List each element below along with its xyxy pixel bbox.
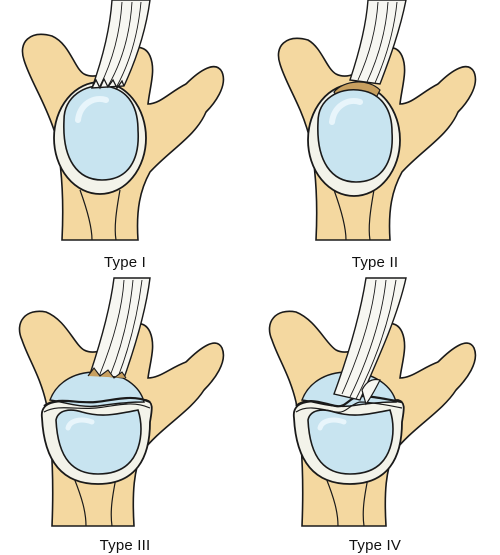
- panel-label-type-1: Type I: [103, 254, 147, 271]
- bucket-handle-labral-tear: [43, 371, 151, 413]
- shoulder-illustration-type-1: [21, 0, 225, 241]
- panel-type-2: Type II: [250, 0, 500, 277]
- biceps-tendon: [90, 0, 151, 89]
- labral-fraying: [91, 77, 125, 90]
- biceps-tendon-split-tear: [333, 277, 407, 406]
- biceps-tendon: [87, 277, 151, 379]
- panel-label-type-2: Type II: [351, 254, 399, 271]
- glenoid-cartilage: [63, 85, 139, 181]
- shoulder-illustration-type-4: [268, 277, 477, 527]
- panel-type-1: Type I: [0, 0, 250, 277]
- shoulder-illustration-type-2: [277, 0, 477, 241]
- biceps-tendon: [349, 0, 407, 85]
- panel-label-type-4: Type IV: [348, 537, 402, 554]
- glenoid-cartilage: [55, 409, 142, 475]
- panel-type-4: Type IV: [250, 277, 500, 555]
- shoulder-illustration-type-3: [18, 277, 225, 527]
- panel-label-type-3: Type III: [99, 537, 151, 554]
- glenoid-cartilage: [317, 88, 393, 183]
- panel-type-3: Type III: [0, 277, 250, 555]
